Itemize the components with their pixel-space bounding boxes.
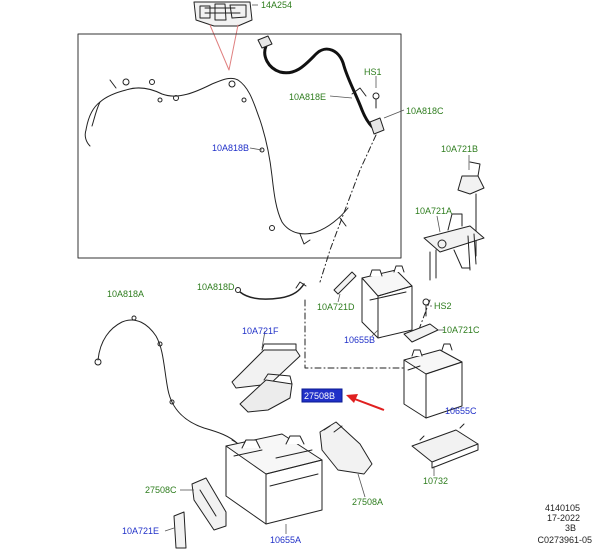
leader-lines bbox=[209, 24, 239, 71]
tray-27508c-art bbox=[191, 477, 227, 531]
tray-27508b-art bbox=[239, 373, 293, 413]
footer-code: C0273961-05 bbox=[537, 535, 592, 545]
battery-10655a-art bbox=[225, 433, 323, 525]
bracket-10a721c-art bbox=[403, 323, 439, 343]
plate-10732-art bbox=[411, 423, 479, 469]
label-10655c[interactable]: 10655C bbox=[445, 406, 477, 416]
footer-rev: 3B bbox=[565, 523, 576, 533]
label-10a818b[interactable]: 10A818B bbox=[212, 143, 249, 153]
tray-27508a-art bbox=[319, 421, 373, 475]
bolt-hs2-art bbox=[422, 298, 430, 317]
label-27508c[interactable]: 27508C bbox=[145, 485, 177, 495]
bracket-10a721f-art bbox=[231, 343, 301, 389]
pointer-arrow bbox=[346, 394, 385, 411]
footer-ref-number: 4140105 bbox=[545, 503, 580, 513]
label-10a721c[interactable]: 10A721C bbox=[442, 325, 480, 335]
bracket-10a721b-art bbox=[457, 161, 485, 257]
label-hs2[interactable]: HS2 bbox=[434, 301, 452, 311]
label-10a818e-top[interactable]: 10A818E bbox=[289, 92, 326, 102]
selected-part-callout[interactable]: 27508B bbox=[301, 388, 343, 403]
label-10a721b[interactable]: 10A721B bbox=[441, 144, 478, 154]
label-10a818d[interactable]: 10A818D bbox=[197, 282, 235, 292]
harness-10a818e-top-art bbox=[257, 35, 385, 135]
label-14a254[interactable]: 14A254 bbox=[261, 0, 292, 10]
harness-10a818a-art bbox=[94, 315, 247, 447]
label-10a721d[interactable]: 10A721D bbox=[317, 302, 355, 312]
label-10a818a[interactable]: 10A818A bbox=[107, 289, 144, 299]
label-10732[interactable]: 10732 bbox=[423, 476, 448, 486]
label-10655b[interactable]: 10655B bbox=[344, 335, 375, 345]
harness-group-frame bbox=[77, 33, 402, 259]
label-10a818c[interactable]: 10A818C bbox=[406, 106, 444, 116]
label-27508b[interactable]: 27508B bbox=[304, 391, 335, 401]
bracket-10a721d-art bbox=[333, 271, 357, 295]
battery-10655c-art bbox=[403, 343, 463, 419]
bracket-14a254-art bbox=[193, 1, 253, 27]
bracket-10a721a-art bbox=[423, 213, 485, 281]
label-10a721a[interactable]: 10A721A bbox=[415, 206, 452, 216]
footer-date: 17-2022 bbox=[547, 513, 580, 523]
label-27508a[interactable]: 27508A bbox=[352, 497, 383, 507]
bracket-10a721e-art bbox=[173, 511, 187, 549]
harness-10a818d-art bbox=[235, 281, 307, 300]
label-10a721f[interactable]: 10A721F bbox=[242, 326, 279, 336]
label-hs1[interactable]: HS1 bbox=[364, 67, 382, 77]
label-10655a[interactable]: 10655A bbox=[270, 535, 301, 545]
label-10a721e[interactable]: 10A721E bbox=[122, 526, 159, 536]
harness-10a818b-art bbox=[84, 77, 349, 245]
battery-10655b-art bbox=[361, 265, 413, 339]
label-leaders bbox=[164, 4, 470, 534]
